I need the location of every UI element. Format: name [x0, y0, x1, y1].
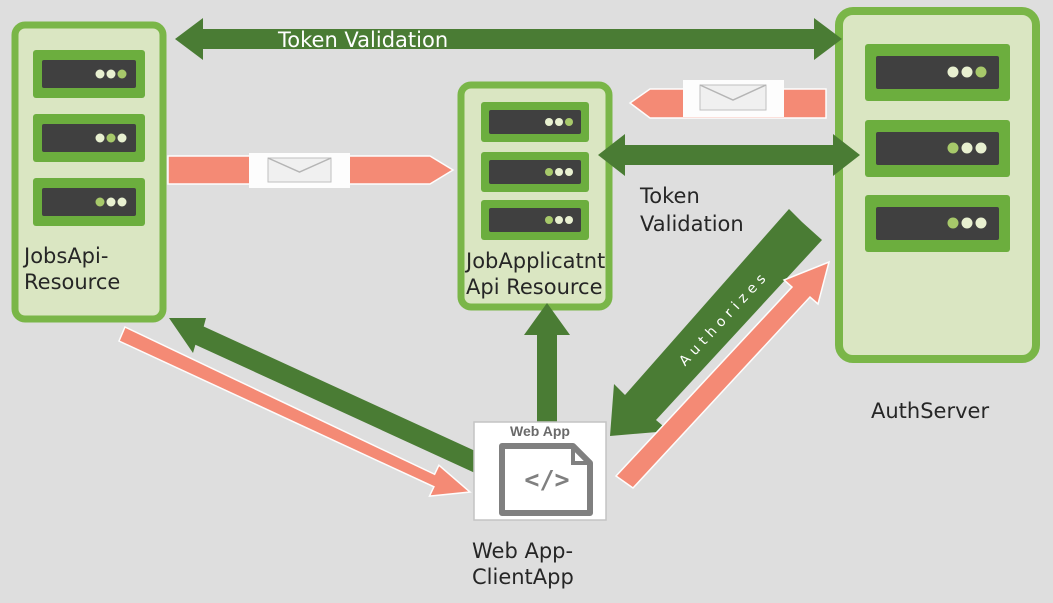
jobs-api-to-client-arrow — [118, 325, 472, 497]
token-validation-arrow-top — [175, 18, 842, 60]
code-glyph: </> — [524, 465, 570, 494]
auth-server-label: AuthServer — [871, 399, 990, 423]
client-to-auth-server-arrow — [614, 260, 831, 489]
envelope-icon — [249, 153, 350, 188]
client-to-jobs-api-arrow — [169, 318, 483, 473]
token-validation-arrow-middle — [598, 134, 860, 176]
server-icon — [865, 195, 1010, 252]
server-icon — [481, 200, 589, 240]
client-to-applicant-api-arrow — [524, 303, 570, 422]
server-icon — [481, 102, 589, 142]
job-applicant-api-label: JobApplicatnt Api Resource — [466, 249, 606, 299]
jobs-api-resource-node[interactable] — [11, 21, 167, 323]
token-validation-label-top: Token Validation — [278, 28, 449, 52]
server-icon — [33, 178, 145, 226]
code-file-icon — [499, 443, 593, 516]
server-icon — [865, 44, 1010, 101]
client-app-label: Web App- ClientApp — [472, 539, 574, 589]
token-validation-label-middle: Token Validation — [640, 184, 744, 236]
client-app-node[interactable] — [473, 421, 607, 521]
envelope-icon — [683, 80, 784, 117]
server-icon — [33, 114, 145, 162]
server-icon — [865, 120, 1010, 177]
authorizes-arrow — [610, 209, 822, 436]
jobs-api-resource-label: JobsApi- Resource — [24, 244, 121, 294]
server-icon — [33, 50, 145, 98]
web-app-badge: Web App — [510, 423, 570, 439]
server-icon — [481, 152, 589, 192]
